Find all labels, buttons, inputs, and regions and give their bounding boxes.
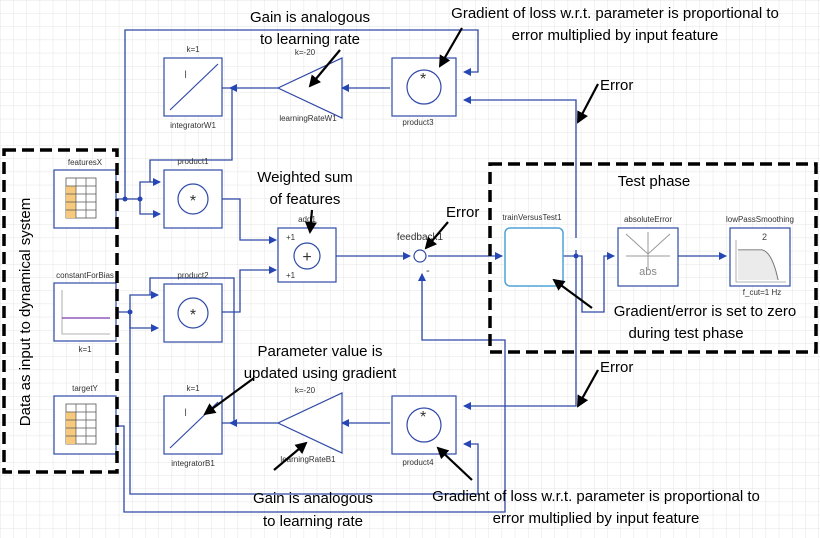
product3-label: product3	[402, 118, 434, 127]
product4-label: product4	[402, 458, 434, 467]
product1-block[interactable]: * product1	[163, 157, 223, 229]
test-phase-label: Test phase	[618, 173, 691, 190]
learningRateW1-block[interactable]: k=-20 learningRateW1	[276, 48, 343, 123]
learningRateW1-k: k=-20	[295, 48, 316, 57]
absoluteError-label: absoluteError	[624, 215, 672, 224]
error-bottom-label: Error	[600, 359, 633, 376]
learningRateB1-label: learningRateB1	[280, 455, 336, 464]
integratorB1-label: integratorB1	[171, 459, 215, 468]
pointer-arrows	[203, 27, 599, 481]
grad-bottom-line1: Gradient of loss w.r.t. parameter is pro…	[432, 488, 760, 505]
weighted-sum-line2: of features	[270, 191, 341, 208]
product2-symbol: *	[190, 307, 196, 324]
arrow-weighted	[304, 209, 317, 234]
learningRateB1-k: k=-20	[295, 386, 316, 395]
error-top-label: Error	[600, 77, 633, 94]
weighted-sum-line1: Weighted sum	[257, 169, 353, 186]
param-line1: Parameter value is	[257, 343, 382, 360]
gain-top-line2: to learning rate	[260, 31, 360, 48]
arrow-gain-top	[308, 49, 341, 88]
gain-bottom-line1: Gain is analogous	[253, 490, 373, 507]
arrow-grad-top	[438, 27, 463, 68]
grad-zero-line2: during test phase	[628, 325, 743, 342]
add1-plus-top: +1	[286, 233, 296, 242]
arrow-error-top	[577, 83, 599, 124]
data-input-label: Data as input to dynamical system	[17, 198, 34, 426]
constant-k-label: k=1	[78, 345, 92, 354]
integratorW1-symbol: I	[184, 69, 187, 81]
arrow-grad-zero	[552, 278, 593, 309]
learningRateB1-block[interactable]: k=-20 learningRateB1	[276, 386, 343, 464]
trainVersusTest1-block[interactable]: trainVersusTest1	[502, 213, 564, 287]
feedback1-minus: -	[426, 265, 430, 277]
featuresX-label: featuresX	[68, 158, 103, 167]
arrow-error-bottom	[577, 369, 599, 408]
targetY-block[interactable]: targetY	[53, 384, 117, 455]
add1-plus-bottom: +1	[286, 271, 296, 280]
integratorW1-k: k=1	[186, 45, 200, 54]
arrow-gain-bottom	[273, 441, 308, 471]
error-mid-label: Error	[446, 204, 479, 221]
lowPassSmoothing-order: 2	[762, 232, 767, 242]
product4-symbol: *	[420, 409, 426, 426]
constantForBias-block[interactable]: constantForBias k=1	[53, 271, 117, 354]
integratorB1-symbol: I	[184, 407, 187, 419]
gain-bottom-line2: to learning rate	[263, 513, 363, 530]
integratorW1-block[interactable]: I k=1 integratorW1	[163, 45, 223, 130]
product1-symbol: *	[190, 193, 196, 210]
arrow-param	[203, 377, 255, 416]
integratorW1-label: integratorW1	[170, 121, 216, 130]
product2-block[interactable]: * product2	[163, 271, 223, 343]
product3-symbol: *	[420, 71, 426, 88]
absoluteError-block[interactable]: abs absoluteError	[617, 215, 679, 287]
grad-bottom-line2: error multiplied by input feature	[493, 510, 700, 527]
feedback1-block[interactable]: feedback1 -	[397, 232, 444, 277]
absoluteError-abs: abs	[639, 266, 657, 278]
constantForBias-label: constantForBias	[56, 271, 114, 280]
add1-symbol: +	[302, 249, 311, 266]
product4-block[interactable]: * product4	[391, 395, 457, 467]
lowPassSmoothing-block[interactable]: 2 lowPassSmoothing f_cut=1 Hz	[726, 215, 794, 297]
test-phase-region	[488, 162, 818, 354]
param-line2: updated using gradient	[244, 365, 397, 382]
trainVersusTest1-label: trainVersusTest1	[502, 213, 562, 222]
grad-top-line2: error multiplied by input feature	[512, 27, 719, 44]
integratorB1-k: k=1	[186, 384, 200, 393]
connection-wires	[116, 29, 727, 513]
arrow-error-mid	[424, 221, 449, 250]
add1-block[interactable]: + +1 +1 add1	[277, 215, 337, 283]
add1-label: add1	[298, 215, 316, 224]
lowPassSmoothing-fcut: f_cut=1 Hz	[743, 288, 781, 297]
targetY-label: targetY	[72, 384, 98, 393]
feedback1-label: feedback1	[397, 232, 444, 243]
arrow-grad-bottom	[436, 446, 473, 481]
grad-top-line1: Gradient of loss w.r.t. parameter is pro…	[451, 5, 779, 22]
product1-label: product1	[177, 157, 209, 166]
featuresX-block[interactable]: featuresX	[53, 158, 117, 229]
product2-label: product2	[177, 271, 209, 280]
grad-zero-line1: Gradient/error is set to zero	[614, 303, 797, 320]
lowPassSmoothing-label: lowPassSmoothing	[726, 215, 794, 224]
gain-top-line1: Gain is analogous	[250, 9, 370, 26]
data-input-region	[2, 148, 119, 474]
learningRateW1-label: learningRateW1	[279, 114, 337, 123]
